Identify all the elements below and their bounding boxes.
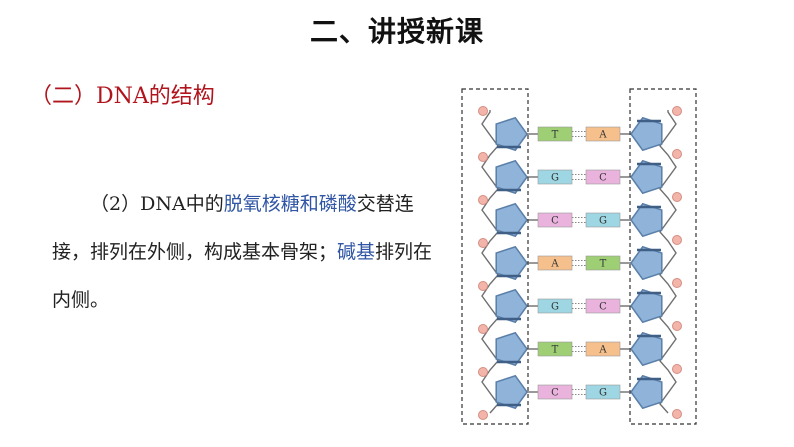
deoxyribose-left [495, 374, 528, 410]
term-dna: DNA [140, 193, 186, 215]
phosphate-right [672, 321, 682, 331]
deoxyribose-left [495, 245, 528, 281]
base-label-right: C [599, 302, 607, 313]
deoxyribose-right [630, 202, 663, 238]
base-label-left: T [552, 130, 559, 141]
phosphate-right-bottom [672, 409, 682, 419]
section-term: DNA [96, 84, 149, 109]
base-label-right: A [598, 345, 607, 356]
phosphate-left [478, 410, 488, 420]
phosphate-right [672, 278, 682, 288]
base-right [585, 298, 621, 314]
base-left [537, 384, 573, 400]
base-left [537, 255, 573, 271]
base-label-left: A [550, 259, 559, 270]
highlight-backbone: 脱氧核糖和磷酸 [223, 193, 357, 215]
base-right [585, 255, 621, 271]
base-label-right: T [600, 259, 607, 270]
left-backbone-line [481, 110, 499, 414]
base-left [537, 169, 573, 185]
section-number: （二） [30, 84, 97, 109]
base-right [585, 212, 621, 228]
base-label-right: G [599, 216, 607, 227]
base-label-left: G [551, 302, 559, 313]
base-label-left: G [551, 173, 559, 184]
deoxyribose-left [495, 116, 528, 152]
dna-structure-diagram: T A G C C G A T G C T A C G [461, 88, 697, 425]
text-segment: 交替连接，排列在外侧，构成基本骨架； [52, 193, 414, 263]
base-label-left: C [551, 388, 559, 399]
phosphate-left [478, 152, 488, 162]
phosphate-right [672, 235, 682, 245]
base-right [585, 384, 621, 400]
deoxyribose-left [495, 159, 528, 195]
base-label-right: G [599, 388, 607, 399]
left-backbone-box [461, 88, 529, 425]
base-label-right: C [599, 173, 607, 184]
deoxyribose-right [630, 288, 663, 324]
section-heading: （二）DNA的结构 [30, 78, 215, 110]
base-left [537, 298, 573, 314]
phosphate-left [478, 367, 488, 377]
base-right [585, 169, 621, 185]
base-label-left: C [551, 216, 559, 227]
deoxyribose-left [495, 202, 528, 238]
text-segment: 中的 [185, 193, 224, 215]
highlight-bases: 碱基 [337, 241, 376, 263]
diagram-content: T A G C C G A T G C T A C G [478, 106, 682, 420]
phosphate-left [478, 324, 488, 334]
phosphate-left-top [478, 106, 488, 116]
phosphate-right [672, 364, 682, 374]
deoxyribose-right [630, 116, 663, 152]
base-left [537, 341, 573, 357]
phosphate-right [672, 106, 682, 116]
phosphate-left [478, 195, 488, 205]
item-number: （2） [90, 193, 141, 215]
text-segment: 排列在内侧。 [52, 241, 433, 311]
base-right [585, 341, 621, 357]
section-title: 的结构 [148, 84, 215, 109]
right-backbone-line [659, 110, 677, 414]
page-title: 二、讲授新课 [309, 15, 484, 48]
content-paragraph: （2）DNA中的脱氧核糖和磷酸交替连接，排列在外侧，构成基本骨架；碱基排列在内侧… [52, 180, 442, 324]
phosphate-right [672, 149, 682, 159]
base-label-left: T [552, 345, 559, 356]
deoxyribose-left [495, 331, 528, 367]
base-label-right: A [598, 130, 607, 141]
deoxyribose-right [630, 245, 663, 281]
base-left [537, 212, 573, 228]
deoxyribose-right [630, 374, 663, 410]
phosphate-left [478, 281, 488, 291]
right-backbone-box [629, 88, 697, 425]
deoxyribose-right [630, 331, 663, 367]
base-left [537, 126, 573, 142]
phosphate-left [478, 238, 488, 248]
base-right [585, 126, 621, 142]
deoxyribose-left [495, 288, 528, 324]
phosphate-right [672, 192, 682, 202]
deoxyribose-right [630, 159, 663, 195]
